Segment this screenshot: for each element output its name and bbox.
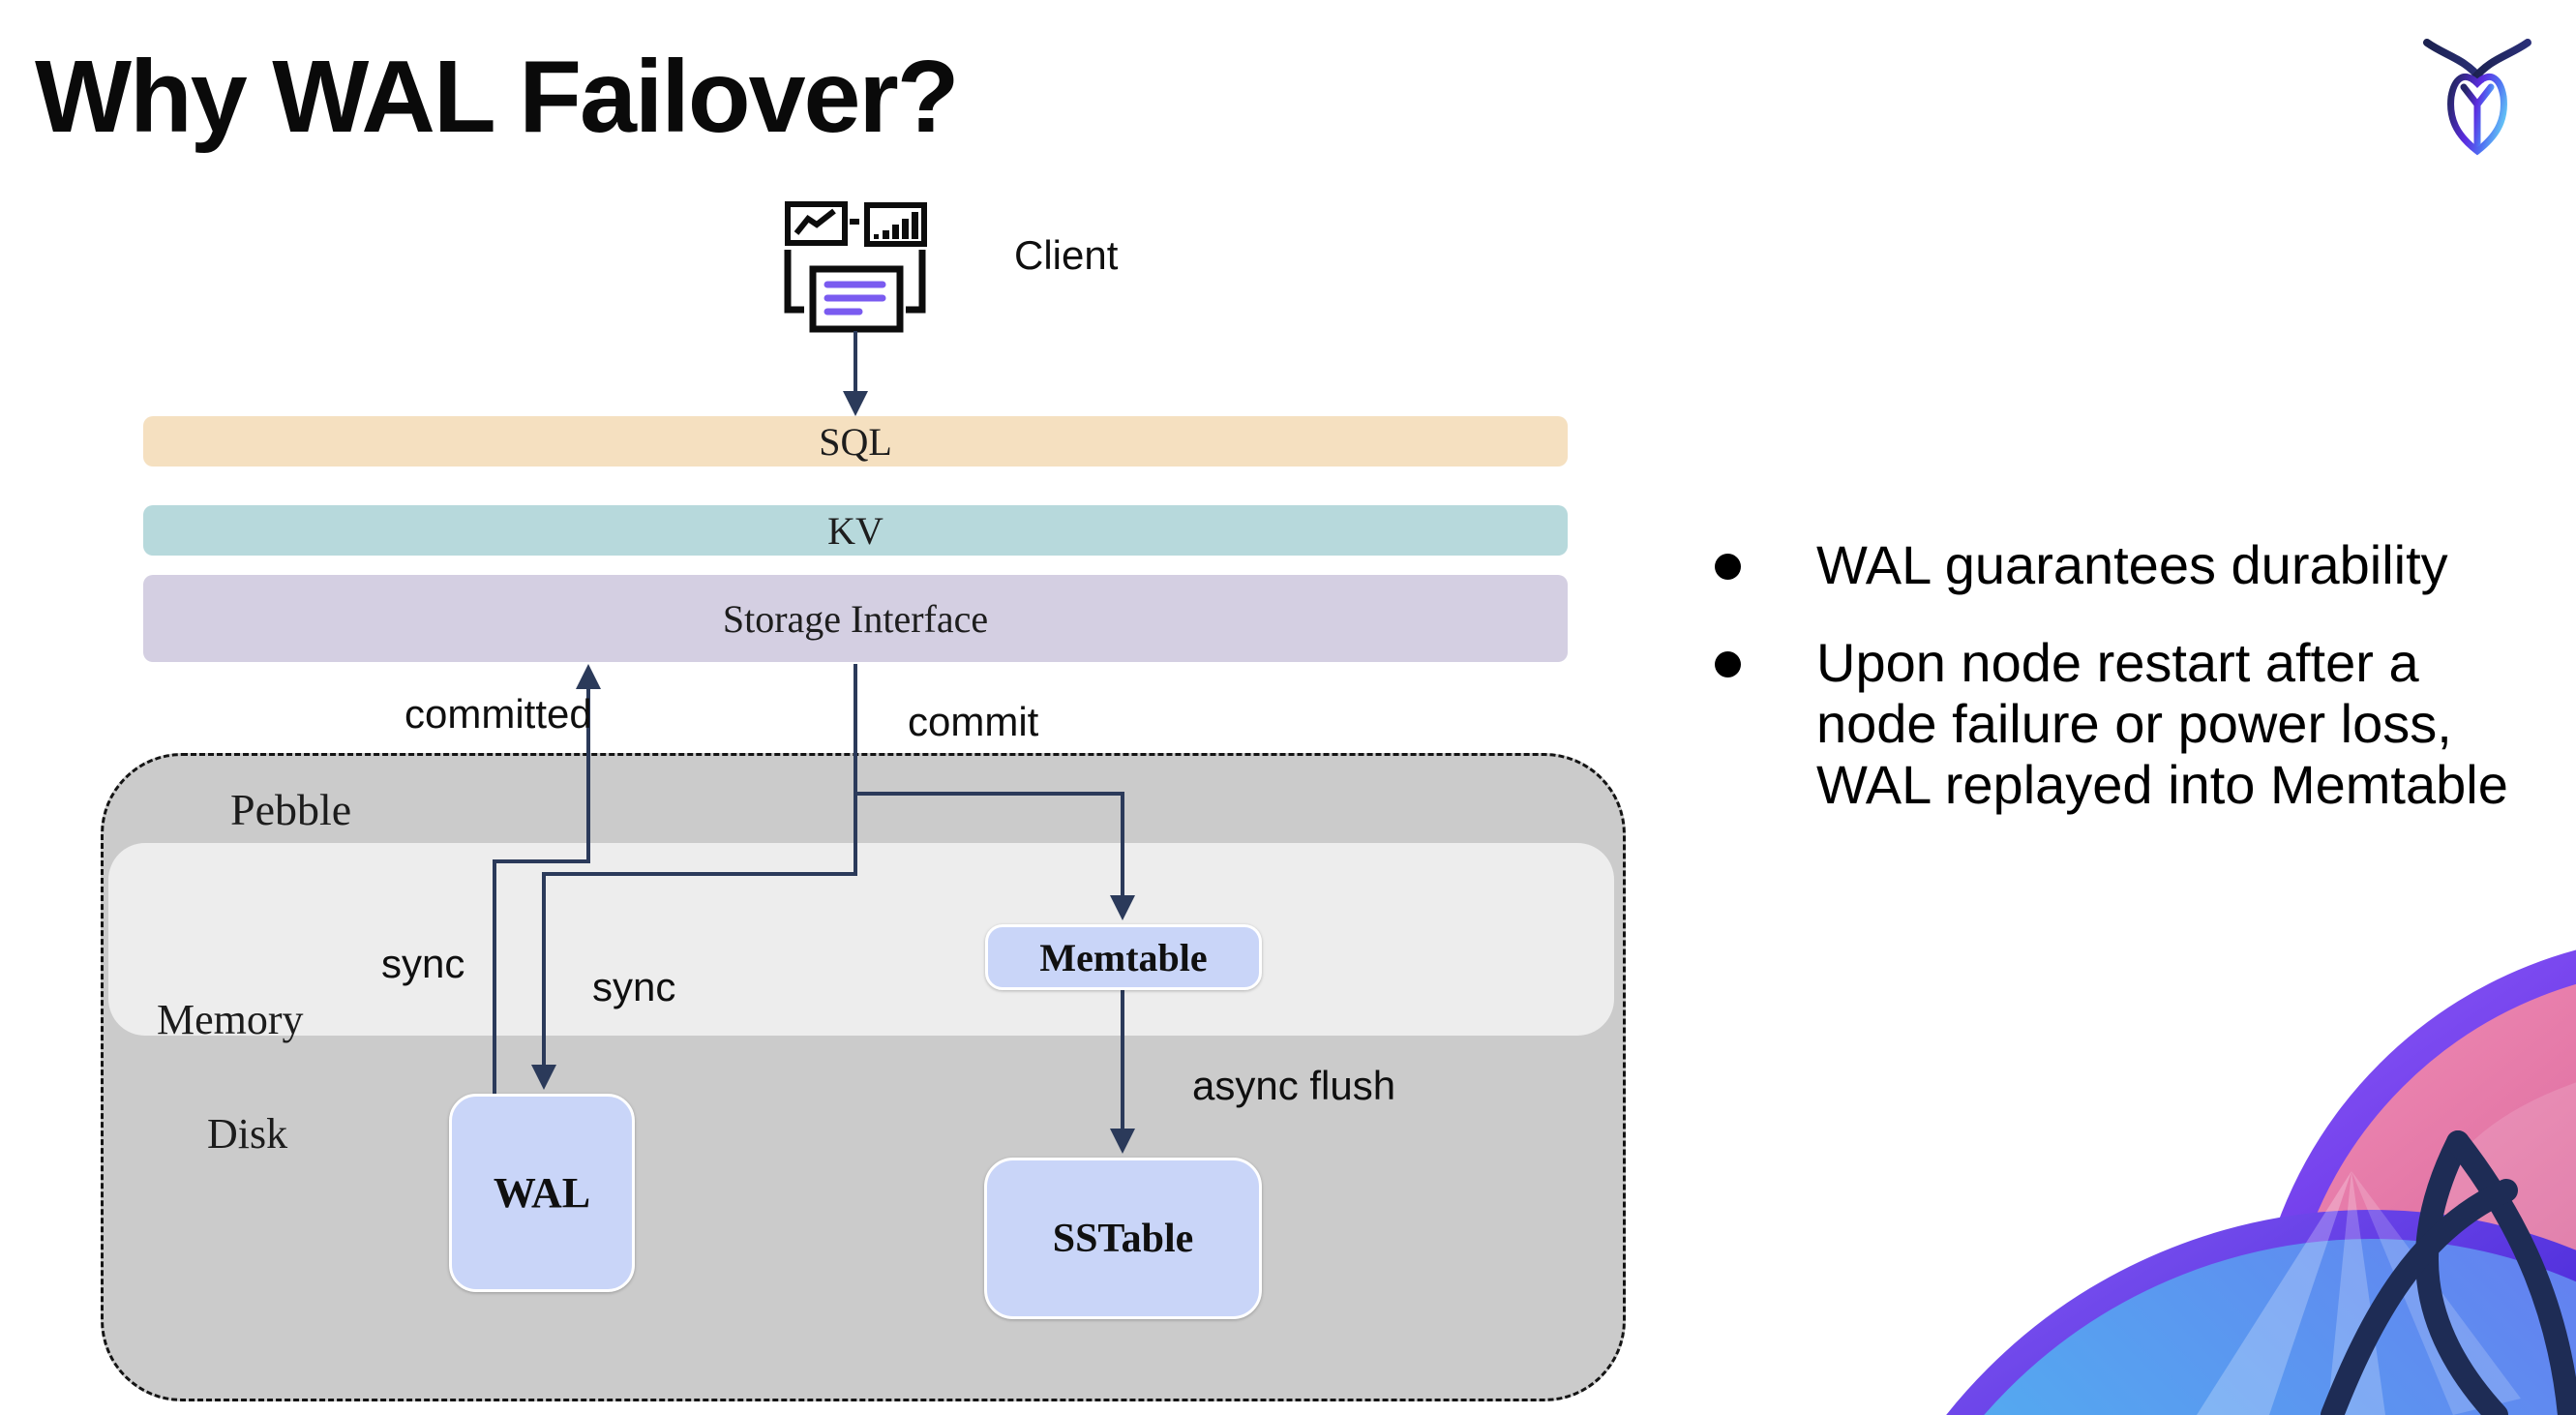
memtable-node-label: Memtable — [1039, 935, 1208, 979]
layer-storage-interface: Storage Interface — [143, 575, 1568, 662]
sstable-node: SSTable — [984, 1158, 1262, 1319]
list-item: WAL guarantees durability — [1715, 534, 2508, 595]
edge-client-sql — [854, 331, 857, 393]
page-title: Why WAL Failover? — [35, 40, 959, 154]
edge-committed-vert-upper — [586, 689, 590, 863]
layer-storage-label: Storage Interface — [722, 596, 989, 641]
client-label: Client — [1014, 232, 1119, 278]
commit-label: commit — [908, 699, 1039, 744]
committed-label: committed — [404, 691, 592, 737]
sync-right-label: sync — [592, 964, 676, 1009]
wal-node: WAL — [449, 1094, 635, 1292]
bullet-dot-icon — [1715, 554, 1741, 580]
layer-kv: KV — [143, 505, 1568, 556]
edge-sync-arrowhead — [531, 1065, 556, 1090]
bullet-dot-icon — [1715, 651, 1741, 677]
wal-node-label: WAL — [493, 1169, 591, 1217]
client-workload-icon — [784, 201, 927, 333]
sync-left-label: sync — [381, 941, 465, 986]
edge-sync-horizontal — [542, 872, 857, 876]
dash-glyph — [850, 219, 859, 225]
bullet-text: Upon node restart after a node failure o… — [1816, 632, 2508, 815]
edge-committed-arrowhead — [576, 664, 601, 689]
async-flush-label: async flush — [1192, 1063, 1396, 1108]
right-bracket-glyph — [906, 250, 926, 314]
sstable-node-label: SSTable — [1052, 1216, 1194, 1261]
memory-band — [108, 843, 1614, 1036]
edge-commit-right — [854, 792, 1124, 796]
memtable-node: Memtable — [985, 924, 1262, 990]
edge-commit-down — [854, 664, 857, 876]
cockroachdb-logo-icon — [2423, 39, 2531, 156]
edge-flush-drop — [1121, 990, 1124, 1130]
edge-commit-memtable-drop — [1121, 792, 1124, 897]
bullet-text: WAL guarantees durability — [1816, 534, 2448, 595]
edge-sync-drop — [542, 872, 546, 1067]
left-bracket-glyph — [784, 250, 804, 314]
layer-sql-label: SQL — [819, 419, 892, 464]
edge-committed-vert-lower — [493, 859, 496, 1096]
edge-committed-jog — [493, 859, 590, 863]
edge-flush-arrowhead — [1110, 1129, 1135, 1154]
memory-label: Memory — [157, 996, 304, 1043]
layer-sql: SQL — [143, 416, 1568, 467]
layer-kv-label: KV — [827, 508, 884, 553]
edge-commit-memtable-arrowhead — [1110, 895, 1135, 920]
brand-sphere-art — [1946, 949, 2576, 1415]
edge-client-sql-arrowhead — [843, 391, 868, 416]
disk-label: Disk — [207, 1110, 288, 1158]
bullet-list: WAL guarantees durability Upon node rest… — [1715, 534, 2508, 852]
list-item: Upon node restart after a node failure o… — [1715, 632, 2508, 815]
pebble-label: Pebble — [230, 785, 352, 834]
